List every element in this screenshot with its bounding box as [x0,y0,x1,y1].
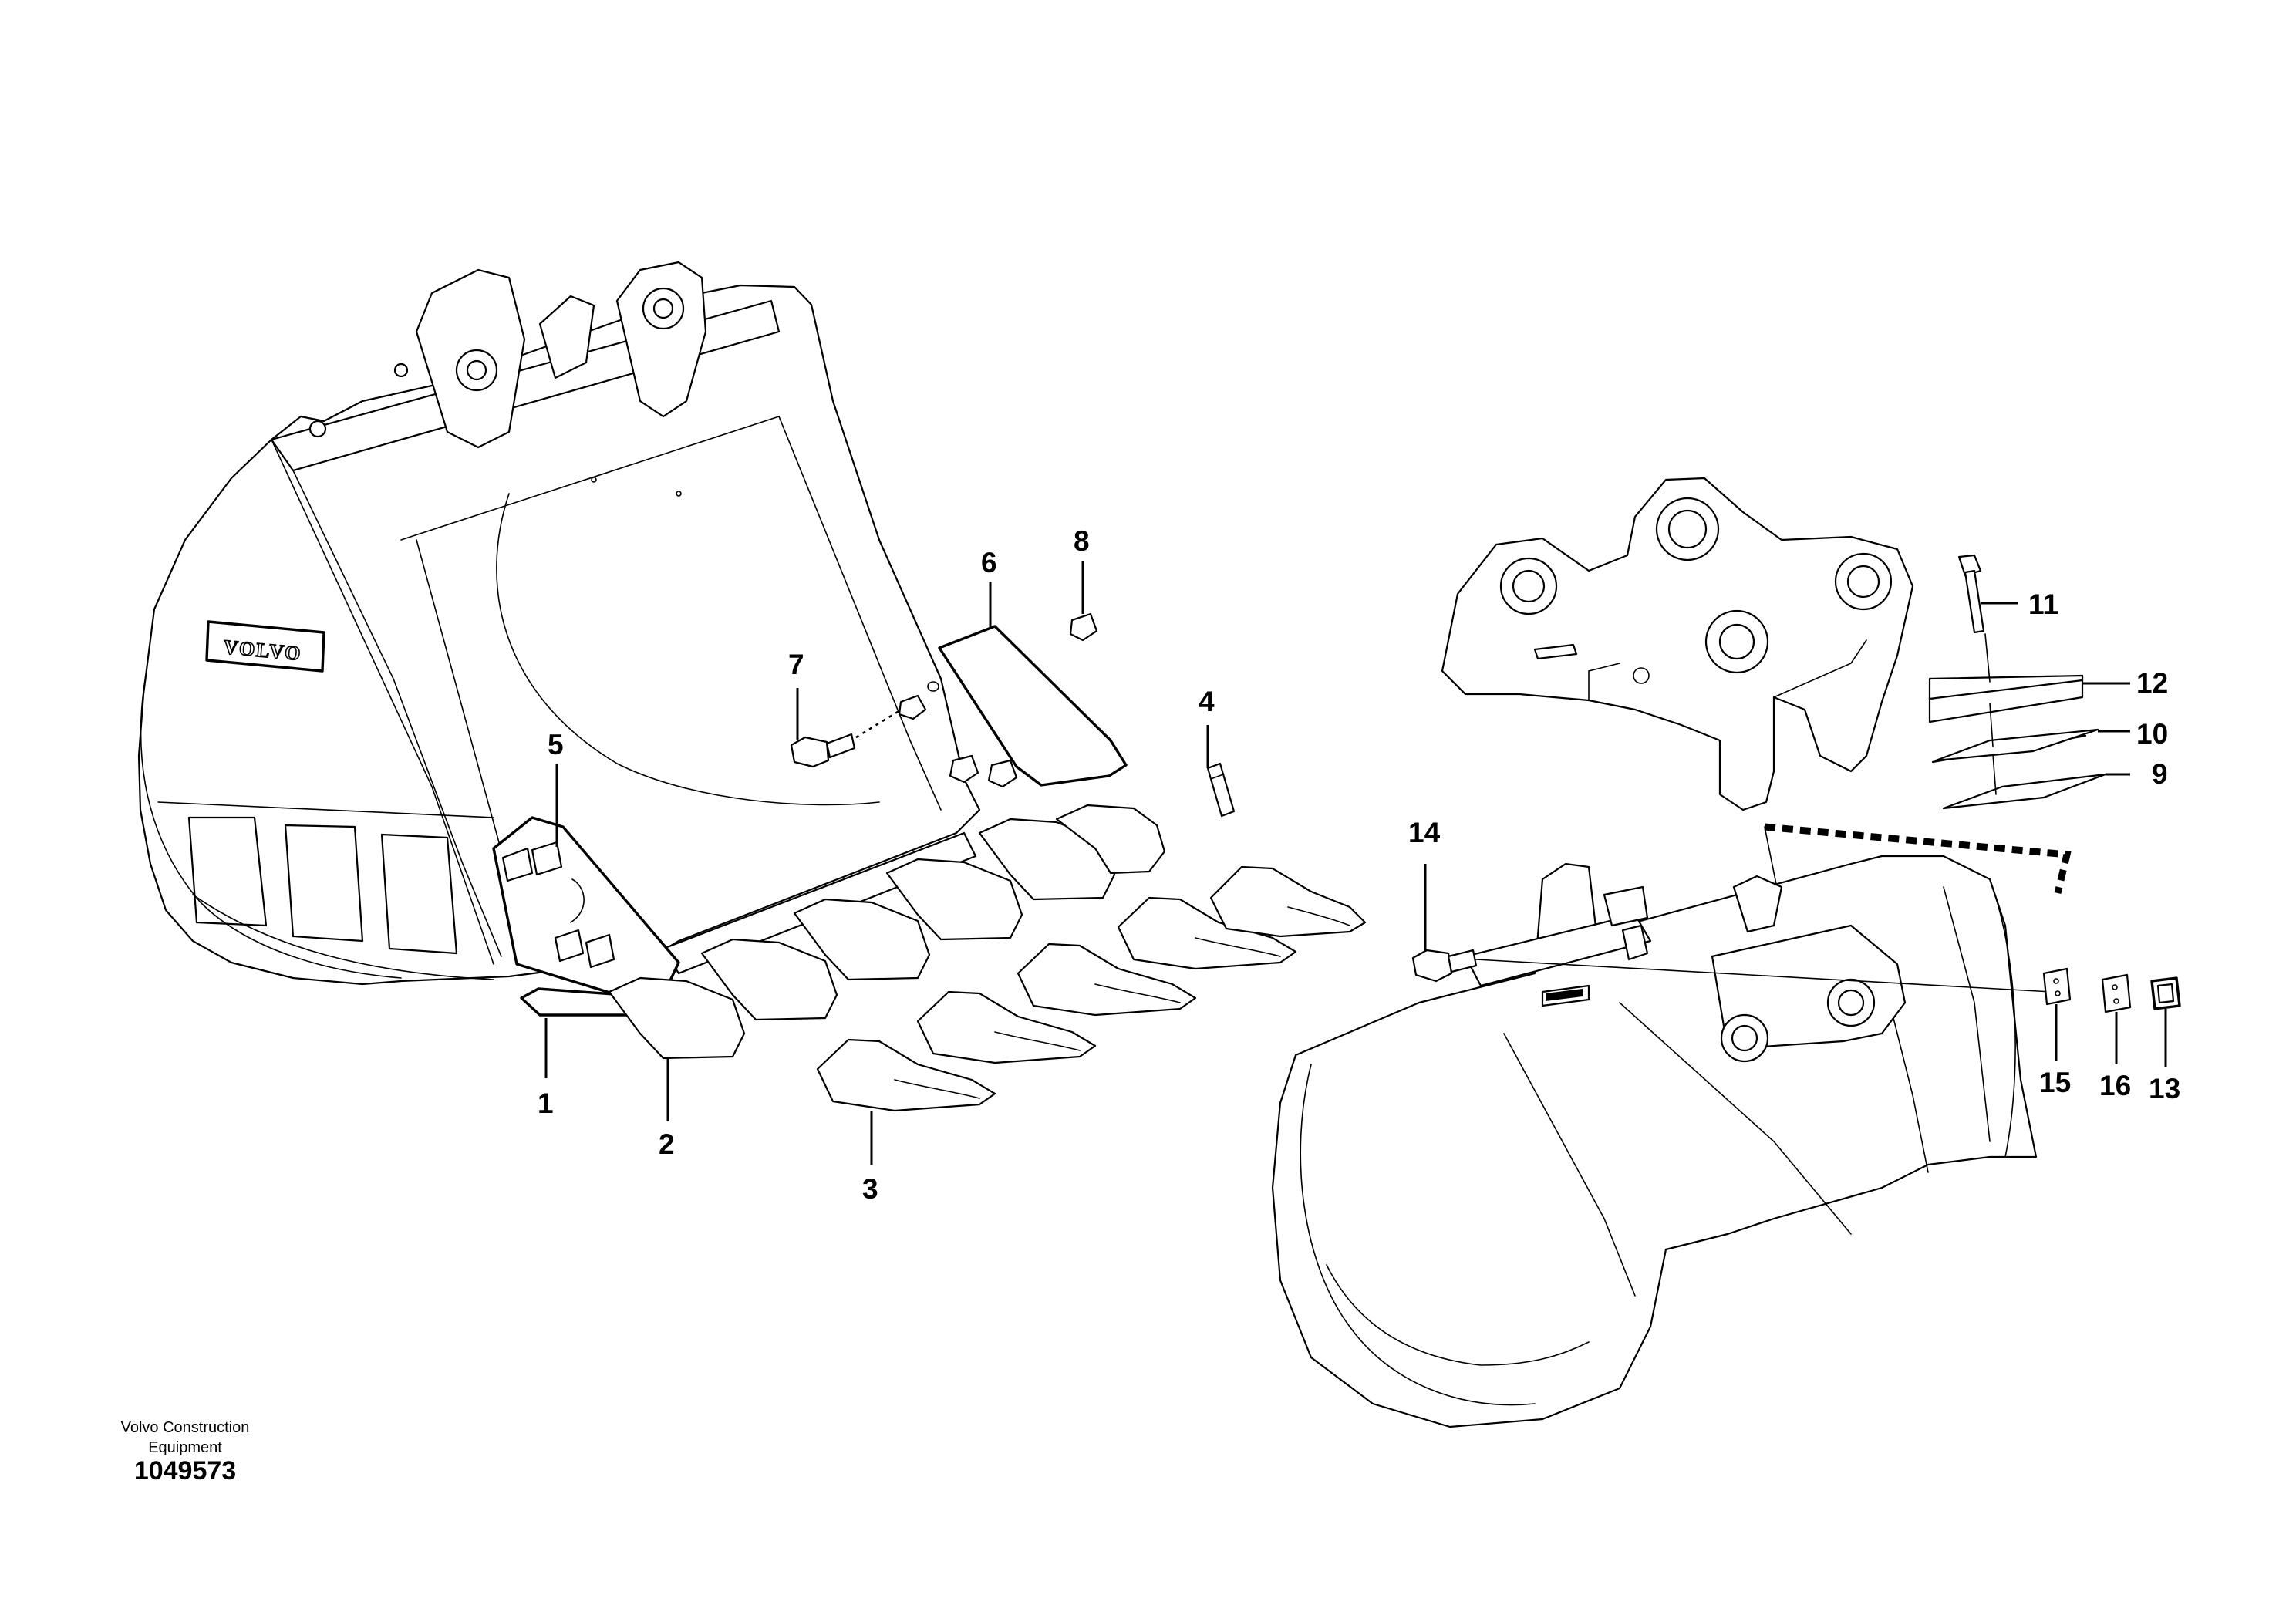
callout-leaders [544,561,2167,1165]
callout-16: 16 [2099,1070,2131,1101]
callout-9: 9 [2152,758,2168,790]
callout-12: 12 [2136,667,2168,699]
shim-plates [1928,554,2107,810]
company-line-1: Volvo Construction [120,1419,250,1436]
fasteners-left [790,612,1236,818]
callout-6: 6 [981,547,997,578]
callout-10: 10 [2136,718,2168,750]
callout-5: 5 [548,729,564,760]
side-cutter-6 [938,625,1128,787]
callout-14: 14 [1408,817,1441,848]
company-line-2: Equipment [148,1439,222,1456]
callout-numbers: 1 2 3 4 5 6 7 8 9 10 11 12 13 14 15 16 [538,525,2180,1205]
callout-8: 8 [1074,525,1090,557]
callout-7: 7 [788,649,804,680]
bucket-right [1271,855,2038,1428]
adapters [608,804,1166,1060]
callout-13: 13 [2149,1073,2180,1104]
callout-2: 2 [659,1128,675,1160]
fasteners-right [1411,949,2181,1013]
callout-3: 3 [862,1173,878,1205]
callout-11: 11 [2028,588,2058,620]
quick-coupler-bracket [1441,477,1914,811]
bucket-teeth [816,865,1367,1112]
bucket-left: VOLVO [137,261,981,986]
assembly-connector-line [1764,823,2072,895]
callout-4: 4 [1199,686,1215,717]
callout-15: 15 [2039,1067,2071,1098]
callout-1: 1 [538,1088,554,1119]
company-name: Volvo Construction Equipment [93,1418,278,1458]
drawing-number: 1049573 [133,1456,237,1485]
